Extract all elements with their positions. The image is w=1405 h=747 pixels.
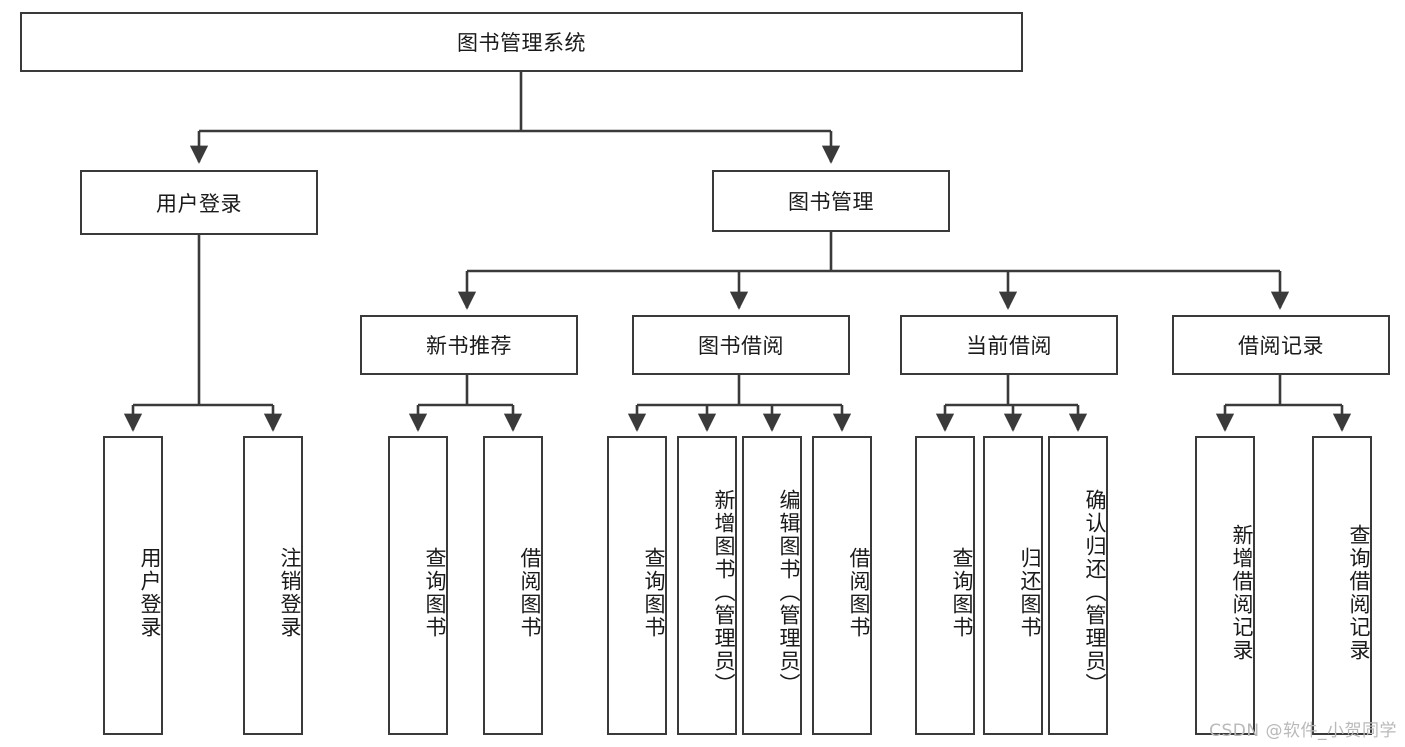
node-label: 新增图书（管理员） xyxy=(712,489,736,696)
node-label: 查询图书 xyxy=(642,546,666,639)
node-current-borrow[interactable]: 当前借阅 xyxy=(900,315,1118,375)
leaf-user-login-login[interactable]: 用户登录 xyxy=(103,436,163,735)
node-label: 查询图书 xyxy=(423,546,447,639)
node-label: 图书管理 xyxy=(788,190,874,214)
node-label: 确认归还（管理员） xyxy=(1083,489,1107,696)
leaf-borrow-record-add[interactable]: 新增借阅记录 xyxy=(1195,436,1255,735)
node-book-borrow[interactable]: 图书借阅 xyxy=(632,315,850,375)
leaf-book-borrow-query[interactable]: 查询图书 xyxy=(607,436,667,735)
node-label: 借阅图书 xyxy=(518,546,542,639)
leaf-current-borrow-return[interactable]: 归还图书 xyxy=(983,436,1043,735)
node-user-login[interactable]: 用户登录 xyxy=(80,170,318,235)
leaf-book-borrow-add[interactable]: 新增图书（管理员） xyxy=(677,436,737,735)
node-label: 用户登录 xyxy=(156,191,242,216)
leaf-book-borrow-edit[interactable]: 编辑图书（管理员） xyxy=(742,436,802,735)
leaf-user-login-logout[interactable]: 注销登录 xyxy=(243,436,303,735)
watermark: CSDN @软件_小贺同学 xyxy=(1209,721,1397,741)
node-label: 用户登录 xyxy=(138,546,162,639)
node-label: 查询图书 xyxy=(950,546,974,639)
leaf-borrow-record-query[interactable]: 查询借阅记录 xyxy=(1312,436,1372,735)
node-root-book-management-system[interactable]: 图书管理系统 xyxy=(20,12,1023,72)
node-label: 借阅记录 xyxy=(1238,334,1324,358)
node-book-management[interactable]: 图书管理 xyxy=(712,170,950,232)
leaf-current-borrow-query[interactable]: 查询图书 xyxy=(915,436,975,735)
node-label: 查询借阅记录 xyxy=(1347,523,1371,662)
leaf-new-book-borrow[interactable]: 借阅图书 xyxy=(483,436,543,735)
leaf-new-book-query[interactable]: 查询图书 xyxy=(388,436,448,735)
node-label: 图书借阅 xyxy=(698,334,784,358)
node-label: 借阅图书 xyxy=(847,546,871,639)
node-label: 新增借阅记录 xyxy=(1230,523,1254,662)
node-label: 注销登录 xyxy=(278,546,302,639)
node-label: 图书管理系统 xyxy=(457,31,586,55)
leaf-current-borrow-confirm-return[interactable]: 确认归还（管理员） xyxy=(1048,436,1108,735)
node-label: 编辑图书（管理员） xyxy=(777,489,801,696)
node-label: 归还图书 xyxy=(1018,546,1042,639)
node-label: 新书推荐 xyxy=(426,334,512,358)
node-new-book-recommend[interactable]: 新书推荐 xyxy=(360,315,578,375)
node-label: 当前借阅 xyxy=(966,334,1052,358)
node-borrow-record[interactable]: 借阅记录 xyxy=(1172,315,1390,375)
leaf-book-borrow-borrow[interactable]: 借阅图书 xyxy=(812,436,872,735)
